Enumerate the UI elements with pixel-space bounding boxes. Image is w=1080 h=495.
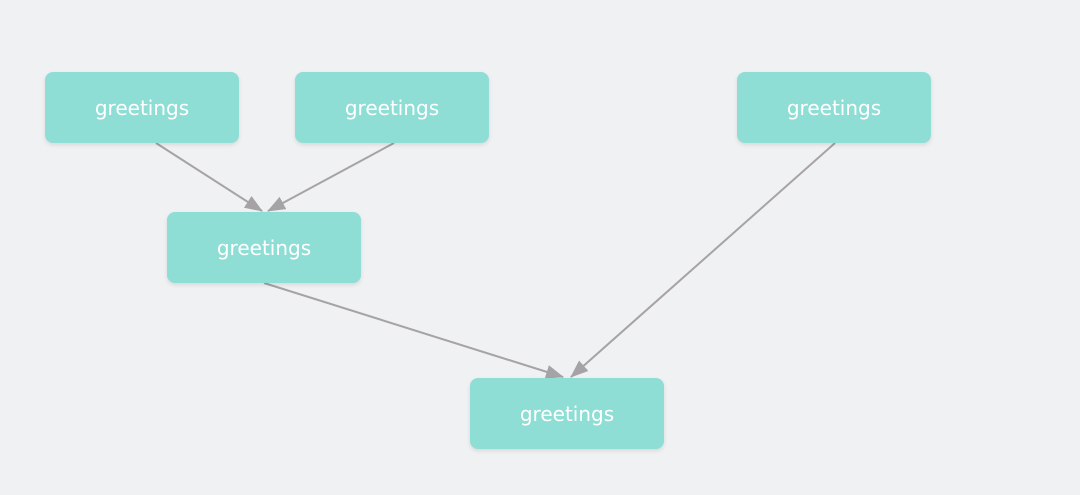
node-label: greetings: [519, 401, 615, 426]
node-label: greetings: [786, 95, 882, 120]
edge-node-2-to-node-4[interactable]: [267, 142, 395, 212]
node-greetings-top-right[interactable]: greetings: [737, 72, 931, 143]
edge-node-1-to-node-4[interactable]: [155, 142, 263, 212]
node-label: greetings: [94, 95, 190, 120]
edge-node-3-to-node-5[interactable]: [570, 142, 836, 378]
node-greetings-bottom[interactable]: greetings: [470, 378, 664, 449]
node-label: greetings: [216, 235, 312, 260]
node-label: greetings: [344, 95, 440, 120]
node-greetings-middle[interactable]: greetings: [167, 212, 361, 283]
edge-node-4-to-node-5[interactable]: [263, 282, 564, 379]
node-greetings-top-middle[interactable]: greetings: [295, 72, 489, 143]
node-greetings-top-left[interactable]: greetings: [45, 72, 239, 143]
